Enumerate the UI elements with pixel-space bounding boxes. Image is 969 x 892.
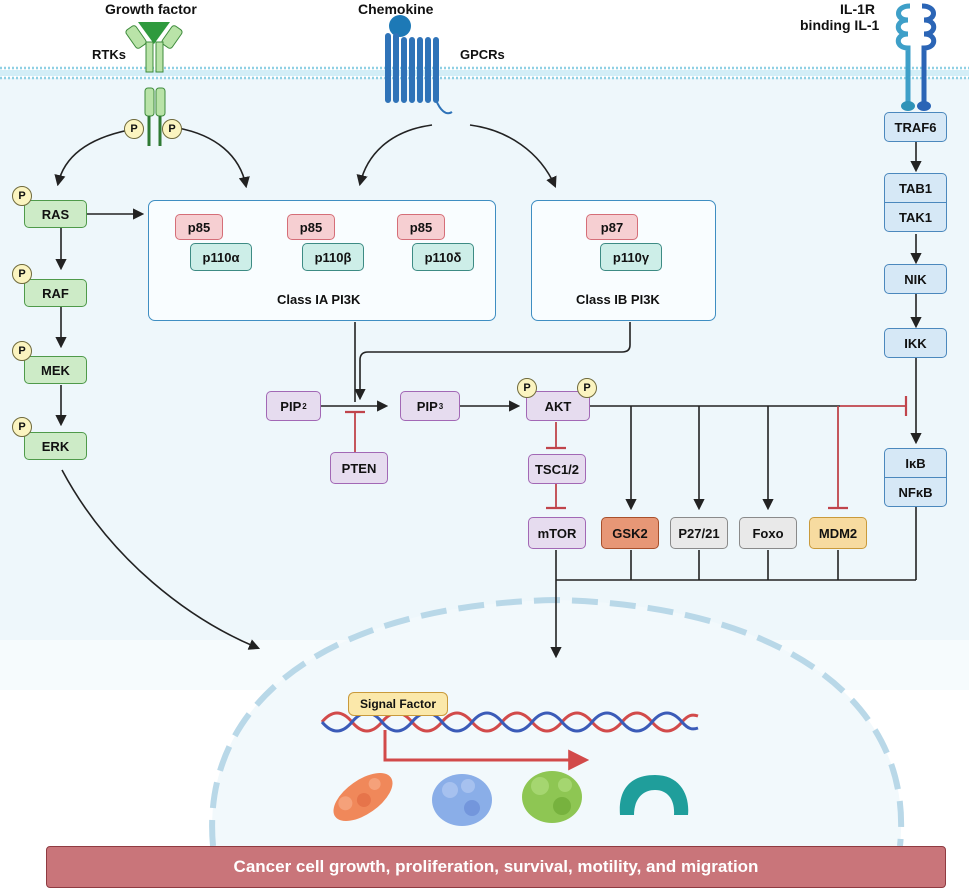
arrow-gpcr-to-class-ia bbox=[356, 124, 433, 187]
class-ia-label: Class IA PI3K bbox=[277, 292, 361, 307]
class-ib-label: Class IB PI3K bbox=[576, 292, 660, 307]
akt-node: AKT bbox=[526, 391, 590, 421]
raf-node: RAF bbox=[24, 279, 87, 307]
rtk-receptor bbox=[125, 22, 183, 146]
rtk-phospho-right: P bbox=[162, 119, 182, 139]
gpcrs-label: GPCRs bbox=[460, 47, 505, 62]
p87-node: p87 bbox=[586, 214, 638, 240]
tab1-node: TAB1 bbox=[884, 173, 947, 203]
mek-node: MEK bbox=[24, 356, 87, 384]
nik-node: NIK bbox=[884, 264, 947, 294]
ikk-node: IKK bbox=[884, 328, 947, 358]
rtk-phospho-left: P bbox=[124, 119, 144, 139]
pip3-text: PIP bbox=[416, 398, 438, 414]
arrow-rtk-to-class-ia bbox=[177, 127, 250, 189]
transcription-arrow bbox=[383, 730, 590, 771]
chemokine-label: Chemokine bbox=[358, 1, 434, 17]
il1r-receptor bbox=[895, 3, 937, 111]
signal-factor-box: Signal Factor bbox=[348, 692, 448, 716]
tsc-node: TSC1/2 bbox=[528, 454, 586, 484]
raf-phospho: P bbox=[12, 264, 32, 284]
erk-node: ERK bbox=[24, 432, 87, 460]
p27-node: P27/21 bbox=[670, 517, 728, 549]
outcome-banner: Cancer cell growth, proliferation, survi… bbox=[46, 846, 946, 888]
tak1-node: TAK1 bbox=[884, 202, 947, 232]
dna-helix bbox=[320, 711, 699, 733]
foxo-node: Foxo bbox=[739, 517, 797, 549]
ikb-node: IκB bbox=[884, 448, 947, 478]
ras-node: RAS bbox=[24, 200, 87, 228]
arrow-erk-to-nucleus bbox=[61, 469, 261, 650]
pip3-subscript: 3 bbox=[438, 401, 444, 411]
cytoplasm-region bbox=[0, 78, 969, 678]
p110-delta-node: p110δ bbox=[412, 243, 474, 271]
p85-alpha-node: p85 bbox=[175, 214, 223, 240]
erk-phospho: P bbox=[12, 417, 32, 437]
p110-beta-node: p110β bbox=[302, 243, 364, 271]
rtks-label: RTKs bbox=[92, 47, 126, 62]
p85-beta-node: p85 bbox=[287, 214, 335, 240]
il1r-label: IL-1R bbox=[840, 1, 875, 17]
pip2-subscript: 2 bbox=[302, 401, 307, 411]
nfkb-node: NFκB bbox=[884, 477, 947, 507]
binding-il1-label: binding IL-1 bbox=[800, 17, 880, 33]
p110-gamma-node: p110γ bbox=[600, 243, 662, 271]
mdm2-node: MDM2 bbox=[809, 517, 867, 549]
akt-phospho-right: P bbox=[577, 378, 597, 398]
mek-phospho: P bbox=[12, 341, 32, 361]
p110-alpha-node: p110α bbox=[190, 243, 252, 271]
p85-delta-node: p85 bbox=[397, 214, 445, 240]
pten-node: PTEN bbox=[330, 452, 388, 484]
plasma-membrane bbox=[0, 66, 969, 80]
akt-phospho-left: P bbox=[517, 378, 537, 398]
traf6-node: TRAF6 bbox=[884, 112, 947, 142]
growth-factor-label: Growth factor bbox=[105, 1, 197, 17]
arrow-gpcr-to-class-ib bbox=[469, 124, 557, 189]
ras-phospho: P bbox=[12, 186, 32, 206]
mtor-node: mTOR bbox=[528, 517, 586, 549]
gsk2-node: GSK2 bbox=[601, 517, 659, 549]
pip2-text: PIP bbox=[280, 398, 302, 414]
protein-icons bbox=[333, 771, 689, 826]
gpcr-receptor bbox=[385, 15, 453, 115]
